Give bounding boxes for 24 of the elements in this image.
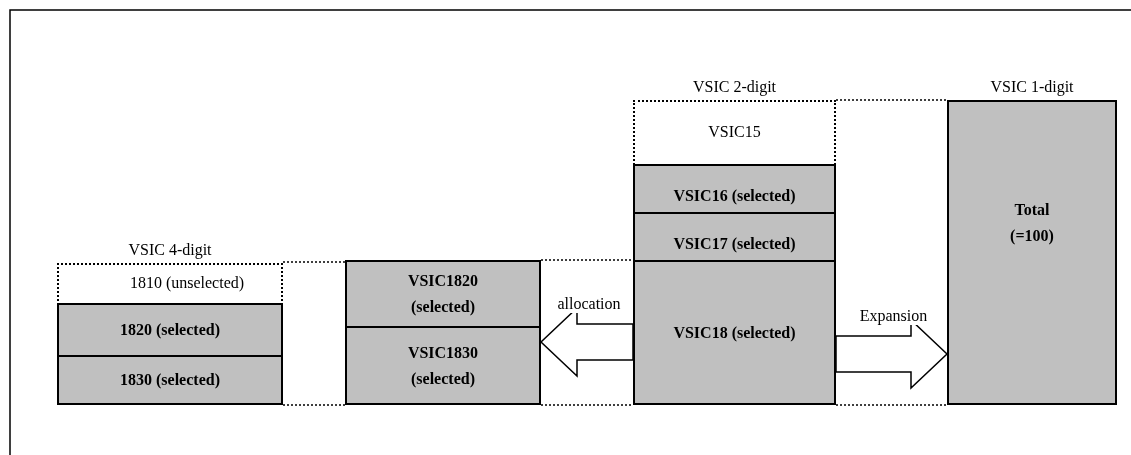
selected-cell xyxy=(633,260,836,405)
dotted-connector xyxy=(540,259,634,261)
selected-cell xyxy=(633,212,836,262)
column-heading: VSIC 4-digit xyxy=(127,241,213,259)
column-heading: VSIC 2-digit xyxy=(691,78,778,96)
total-label: Total (=100) xyxy=(1009,199,1055,247)
dotted-connector xyxy=(835,404,948,406)
dotted-connector xyxy=(282,404,346,406)
cell-label: VSIC18 (selected) xyxy=(673,322,796,344)
dotted-connector xyxy=(282,261,346,263)
selected-cell xyxy=(57,355,283,405)
dotted-connector xyxy=(540,404,634,406)
cell-label: 1810 (unselected) xyxy=(129,273,245,294)
column-heading: VSIC 1-digit xyxy=(989,78,1075,96)
cell-label: VSIC1830 (selected) xyxy=(406,342,480,390)
selected-cell xyxy=(633,164,836,214)
dotted-connector xyxy=(835,99,948,101)
cell-label: VSIC17 (selected) xyxy=(673,234,796,255)
cell-label: VSIC1820 (selected) xyxy=(406,271,480,318)
selected-cell xyxy=(57,303,283,357)
cell-label: VSIC15 xyxy=(708,122,761,143)
cell-label: VSIC16 (selected) xyxy=(673,186,796,207)
cell-label: 1820 (selected) xyxy=(120,320,220,341)
cell-label: 1830 (selected) xyxy=(120,370,220,391)
